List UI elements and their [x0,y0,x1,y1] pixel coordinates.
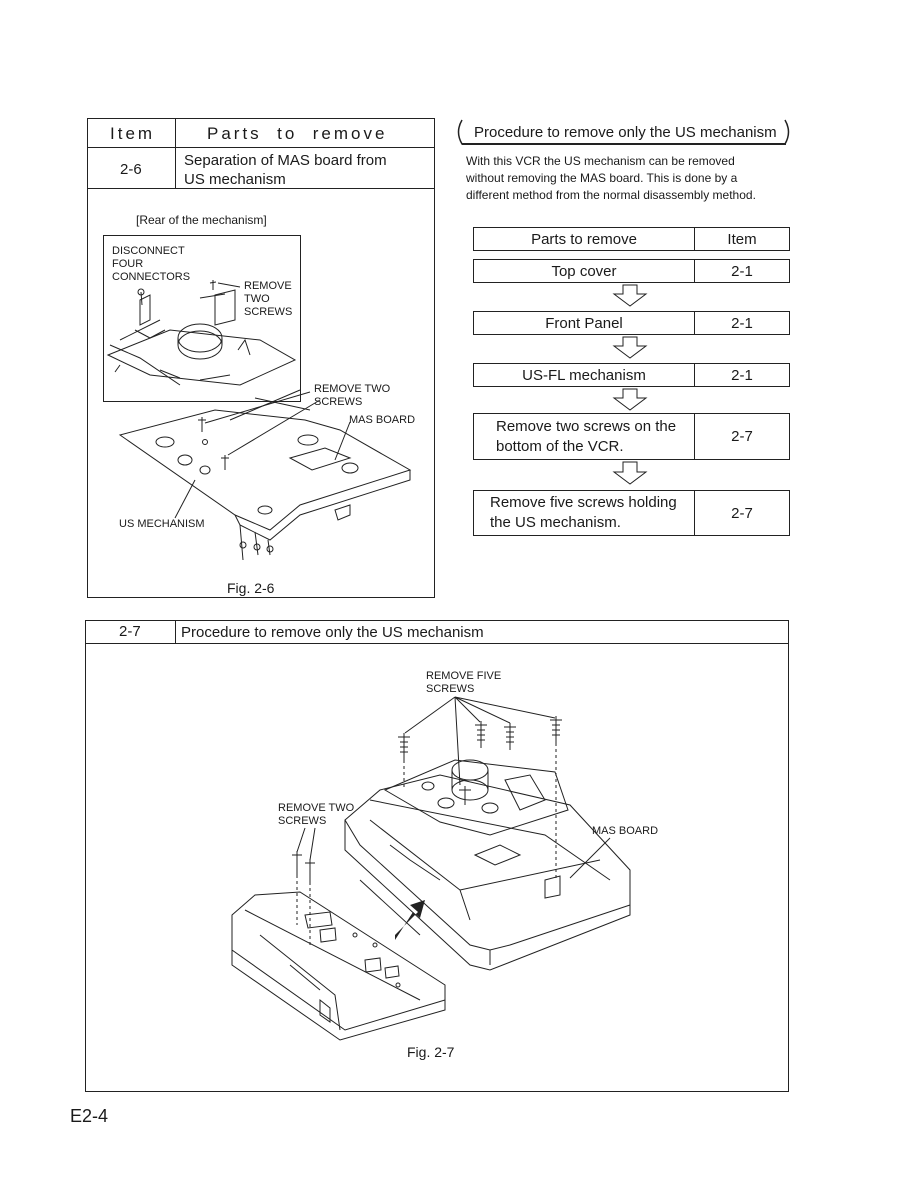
down-arrow-icon [612,284,648,307]
procedure-intro-2: without removing the MAS board. This is … [466,171,738,185]
step-1-item: 2-1 [694,259,790,283]
step-5-parts: Remove five screws holding the US mechan… [473,490,695,536]
page-number: E2-4 [70,1106,109,1126]
step-3-parts: US-FL mechanism [473,363,695,387]
section-2-7-col-divider [175,620,176,643]
section-2-7-title: Procedure to remove only the US mechanis… [181,624,484,641]
section-2-7-item: 2-7 [119,623,141,640]
down-arrow-icon [612,388,648,411]
step-4-item: 2-7 [694,413,790,460]
table-2-6-parts-line1: Separation of MAS board from [184,152,387,169]
fig-2-6-disconnect-3: CONNECTORS [112,271,191,283]
fig-2-7-remove-two-2: SCREWS [278,815,327,827]
fig-2-7-caption: Fig. 2-7 [407,1044,455,1060]
fig-2-6-rear-label: [Rear of the mechanism] [136,213,267,227]
fig-2-7-remove-two-1: REMOVE TWO [278,802,355,814]
down-arrow-icon [612,461,648,485]
table-2-6-header-item: Item [110,124,156,143]
procedure-intro-3: different method from the normal disasse… [466,188,756,202]
table-2-6-parts-line2: US mechanism [184,171,286,188]
fig-2-7-remove-five-1: REMOVE FIVE [426,670,502,682]
section-2-7-divider [85,643,789,644]
step-5-parts-line1: Remove five screws holding [490,494,677,511]
table-2-6-divider-2 [87,188,435,189]
table-2-6-col-divider [175,118,176,188]
procedure-header-parts: Parts to remove [473,227,695,251]
fig-2-6-remove-two-2: SCREWS [314,396,363,408]
procedure-header-item: Item [694,227,790,251]
table-2-6-frame [87,118,435,598]
table-2-6-item: 2-6 [120,161,142,178]
section-2-7-frame [85,620,789,1092]
fig-2-6-inset-box [103,235,301,402]
procedure-title: Procedure to remove only the US mechanis… [474,124,777,141]
fig-2-6-caption: Fig. 2-6 [227,580,275,596]
step-4-parts-line1: Remove two screws on the [496,417,677,435]
fig-2-6-disconnect-2: FOUR [112,258,144,270]
step-3-item: 2-1 [694,363,790,387]
fig-2-7-mas-board: MAS BOARD [592,825,659,837]
down-arrow-icon [612,336,648,359]
step-5-item: 2-7 [694,490,790,536]
fig-2-6-remove-two-1: REMOVE TWO [314,383,391,395]
step-2-parts: Front Panel [473,311,695,335]
fig-2-6-disconnect-1: DISCONNECT [112,245,185,257]
procedure-intro-1: With this VCR the US mechanism can be re… [466,154,735,168]
fig-2-6-remove-top-2: TWO [244,293,270,305]
fig-2-6-remove-top-3: SCREWS [244,306,293,318]
step-4-parts-line2: bottom of the VCR. [496,437,624,455]
table-2-6-header-parts: Parts to remove [207,124,388,143]
fig-2-6-us-mechanism: US MECHANISM [119,518,205,530]
step-1-parts: Top cover [473,259,695,283]
fig-2-6-remove-top-1: REMOVE [244,280,292,292]
fig-2-7-remove-five-2: SCREWS [426,683,475,695]
step-4-parts: Remove two screws on the bottom of the V… [473,413,695,460]
step-2-item: 2-1 [694,311,790,335]
table-2-6-divider-1 [87,147,435,148]
step-5-parts-line2: the US mechanism. [490,514,621,531]
fig-2-6-mas-board: MAS BOARD [349,414,416,426]
